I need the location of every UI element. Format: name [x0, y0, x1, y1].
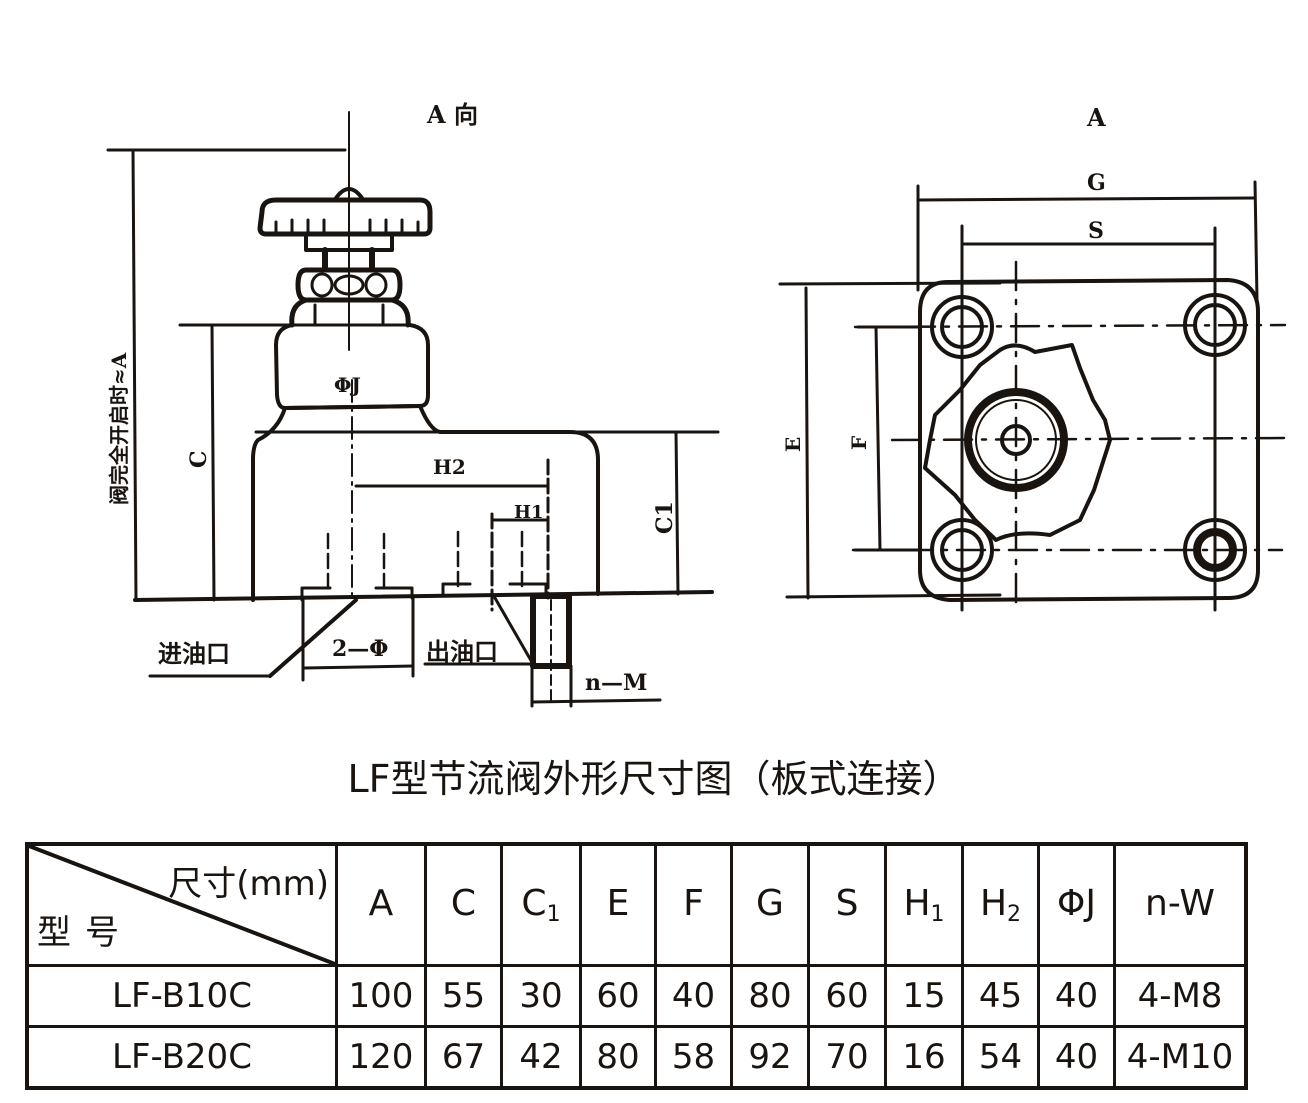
column-header: ΦJ [1037, 842, 1116, 967]
column-header: H2 [961, 842, 1040, 967]
value-cell: 40 [1037, 964, 1116, 1028]
value-cell: 60 [579, 964, 657, 1028]
value-cell: 55 [424, 964, 503, 1028]
column-header: H1 [884, 842, 964, 967]
value-cell: 54 [961, 1025, 1040, 1090]
corner-model-label: 型号 [37, 913, 133, 953]
bolt-label: n—M [585, 670, 647, 696]
table-row: LF-B20C 120 67 42 80 58 92 70 16 54 40 4… [25, 1025, 1248, 1090]
value-cell: 120 [335, 1025, 427, 1090]
column-header: C [424, 842, 503, 967]
column-header: F [654, 842, 733, 967]
dim-phij-label: ΦJ [334, 373, 361, 397]
value-cell: 40 [654, 964, 733, 1028]
table-header-row: 尺寸(mm) 型号 A C C1 E F G S H1 H2 ΦJ n-W [25, 842, 1248, 967]
dimension-table: 尺寸(mm) 型号 A C C1 E F G S H1 H2 ΦJ n-W LF… [25, 842, 1248, 1090]
dim-c1-label: C1 [652, 501, 678, 534]
value-cell: 92 [730, 1025, 810, 1090]
corner-dimension-label: 尺寸(mm) [168, 864, 329, 904]
port-diameter-label: 2—Φ [332, 636, 388, 662]
value-cell: 100 [335, 964, 427, 1028]
value-cell: 60 [807, 964, 887, 1028]
inlet-label: 进油口 [158, 639, 230, 668]
technical-drawing: A 向 阀完全开启时≈A C C1 ΦJ H2 H1 进油口 2—Φ 出油口 n… [106, 100, 1287, 708]
column-header: S [807, 842, 887, 967]
top-view-label: A [1086, 103, 1106, 132]
table-row: LF-B10C 100 55 30 60 40 80 60 15 45 40 4… [25, 964, 1248, 1028]
dim-s-label: S [1088, 218, 1104, 244]
column-header: A [335, 842, 427, 967]
table-corner-cell: 尺寸(mm) 型号 [25, 842, 338, 967]
outlet-label: 出油口 [426, 637, 498, 666]
value-cell: 58 [654, 1025, 733, 1090]
value-cell: 70 [807, 1025, 887, 1090]
value-cell: 80 [579, 1025, 657, 1090]
dim-f-label: F [847, 436, 871, 450]
top-view [778, 180, 1287, 612]
value-cell: 30 [500, 964, 582, 1028]
column-header: E [579, 842, 657, 967]
value-cell: 15 [884, 964, 964, 1028]
value-cell: 67 [424, 1025, 503, 1090]
value-cell: 80 [730, 964, 810, 1028]
open-height-label: 阀完全开启时≈A [107, 352, 131, 505]
column-header: G [730, 842, 810, 967]
dim-h1-label: H1 [514, 502, 544, 523]
value-cell: 45 [961, 964, 1040, 1028]
model-cell: LF-B10C [25, 964, 338, 1028]
dim-g-label: G [1087, 170, 1106, 196]
dim-c-label: C [186, 450, 212, 468]
side-view-label: A 向 [426, 100, 478, 129]
column-header: n-W [1113, 842, 1248, 967]
value-cell: 4-M8 [1113, 964, 1248, 1028]
column-header: C1 [500, 842, 582, 967]
value-cell: 42 [500, 1025, 582, 1090]
value-cell: 4-M10 [1113, 1025, 1248, 1090]
side-view [106, 111, 720, 708]
dim-e-label: E [781, 437, 805, 452]
dim-h2-label: H2 [433, 455, 466, 479]
value-cell: 40 [1037, 1025, 1116, 1090]
value-cell: 16 [884, 1025, 964, 1090]
model-cell: LF-B20C [25, 1025, 338, 1090]
figure-caption: LF型节流阀外形尺寸图（板式连接） [347, 757, 961, 801]
